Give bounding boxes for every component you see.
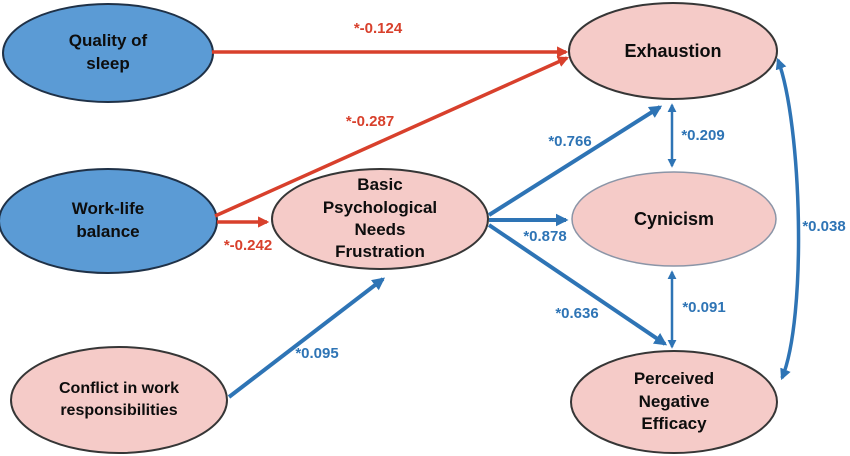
node-conflict-in-work-responsibilities (10, 346, 228, 454)
edge-wlb-to-exhaustion (214, 56, 570, 218)
node-work-life-balance (0, 168, 218, 274)
node-quality-of-sleep (2, 3, 214, 103)
node-basic-psychological-needs-frustration (271, 168, 489, 270)
edge-bpnf-to-exhaustion (487, 105, 663, 217)
edge-exhaustion-pne (775, 57, 801, 381)
node-cynicism (571, 171, 777, 267)
node-exhaustion (568, 2, 778, 100)
edge-bpnf-to-pne (487, 223, 668, 346)
edge-conflict-to-bpnf (227, 277, 386, 399)
node-perceived-negative-efficacy (570, 350, 778, 454)
